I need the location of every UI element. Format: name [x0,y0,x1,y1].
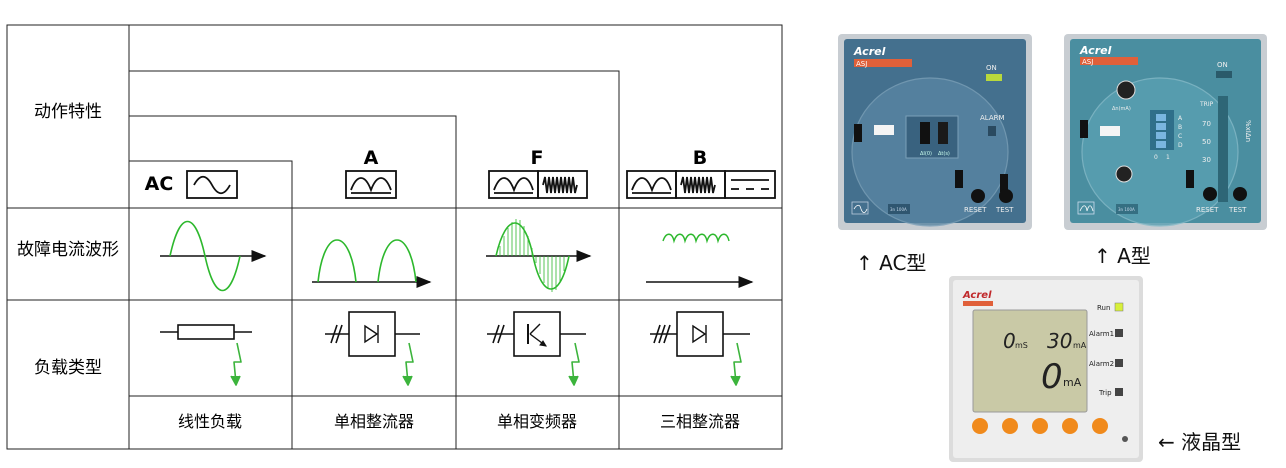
lcd-device-brand: Acrel [962,290,992,301]
f-waveform [486,219,592,292]
single-phase-rectifier-icon [325,311,420,357]
table-frame [6,24,783,450]
a-device-model: ASJ [1082,58,1093,66]
load-name-ac: 线性负载 [178,412,242,431]
lcd-run-label: Run [1097,304,1110,312]
a-device-test-label: TEST [1228,206,1247,214]
lcd-trip-label: Trip [1098,389,1112,397]
ac-device-brand: Acrel [853,45,886,58]
a-type-device-image: Acrel ASJ Δn(mA) A B C D 0 1 ON TRIP 70 … [1064,34,1267,230]
step-line-a [129,160,293,208]
type-name-b: B [693,147,707,169]
row-label-load: 负载类型 [34,358,102,378]
a-device-reset-label: RESET [1196,206,1219,214]
ac-type-device-image: Acrel ASJ ΔI(0) Δt(s) ON ALARM RESET TES… [838,34,1032,230]
f-pulsating-symbol-icon [488,170,539,199]
lcd-time-value: 0 [1003,329,1016,353]
lcd-button [1062,418,1078,434]
lcd-type-device-image: Acrel 0 mS 30 mA 0 mA Run Alarm1 Alarm2 … [949,276,1143,462]
step-line-b [129,70,620,208]
a-device-dip-letter: D [1178,142,1183,149]
ac-device-alarm-label: ALARM [980,114,1005,122]
fault-bolt-icon [402,342,414,386]
lcd-time-unit: mS [1015,341,1028,350]
a-device-scale-value: 70 [1202,120,1211,128]
a-device-scale-value: 50 [1202,138,1211,146]
fault-bolt-icon [230,342,242,386]
lcd-button [972,418,988,434]
load-name-f: 单相变频器 [497,412,577,431]
b-high-frequency-symbol-icon [675,170,726,199]
lcd-type-caption: ← 液晶型 [1158,430,1242,454]
ac-device-test-label: TEST [995,206,1014,214]
a-waveform [312,239,432,288]
b-pulsating-symbol-icon [626,170,677,199]
a-device-dip-num: 0 [1154,154,1158,161]
a-device-brand: Acrel [1079,44,1112,57]
lcd-set-unit: mA [1073,341,1087,350]
ac-device-on-label: ON [986,64,997,72]
rcd-type-table: 动作特性 故障电流波形 负载类型 AC A F B [6,24,783,450]
a-device-on-label: ON [1217,61,1228,69]
lcd-current-unit: mA [1063,376,1082,389]
b-dc-symbol-icon [724,170,776,199]
linear-load-resistor-icon [160,324,252,340]
ac-type-caption: ↑ AC型 [856,251,927,275]
a-pulsating-symbol-icon [345,170,397,199]
load-name-b: 三相整流器 [660,412,740,431]
single-phase-inverter-icon [487,311,586,357]
a-device-spec: 3n 100A [1118,207,1135,212]
type-name-a: A [364,147,379,169]
a-device-dip-letter: C [1178,133,1182,140]
f-high-frequency-symbol-icon [537,170,588,199]
a-device-dip-letter: A [1178,115,1183,122]
a-device-dip-num: 1 [1166,154,1170,161]
fault-bolt-icon [730,342,742,386]
row-label-waveform: 故障电流波形 [17,240,119,260]
a-device-scale-value: 30 [1202,156,1211,164]
step-line-f [129,115,457,208]
ac-device-dip-label-2: Δt(s) [938,151,950,157]
a-device-trip-label: TRIP [1199,101,1214,108]
lcd-alarm2-label: Alarm2 [1089,360,1114,368]
lcd-set-value: 30 [1047,329,1072,353]
b-waveform [646,233,754,288]
fault-bolt-icon [568,342,580,386]
a-device-dial-unit: Δn(mA) [1112,106,1131,112]
ac-device-spec: 3n 100A [890,207,907,212]
load-name-a: 单相整流器 [334,412,414,431]
lcd-button [1092,418,1108,434]
type-name-f: F [531,147,544,169]
ac-device-dip-label-1: ΔI(0) [920,151,932,157]
ac-sine-symbol-icon [186,170,238,199]
three-phase-rectifier-icon [650,311,750,357]
a-type-caption: ↑ A型 [1094,244,1151,268]
row-label-action: 动作特性 [34,102,102,122]
lcd-current-value: 0 [1041,357,1063,397]
ac-device-reset-label: RESET [964,206,987,214]
ac-waveform [160,220,267,292]
type-name-ac: AC [145,173,174,195]
lcd-button [1002,418,1018,434]
a-device-dip-letter: B [1178,124,1182,131]
lcd-button [1032,418,1048,434]
ac-device-model: ASJ [856,60,867,68]
a-device-scale-label: %xIΔn [1244,120,1252,142]
lcd-alarm1-label: Alarm1 [1089,330,1114,338]
